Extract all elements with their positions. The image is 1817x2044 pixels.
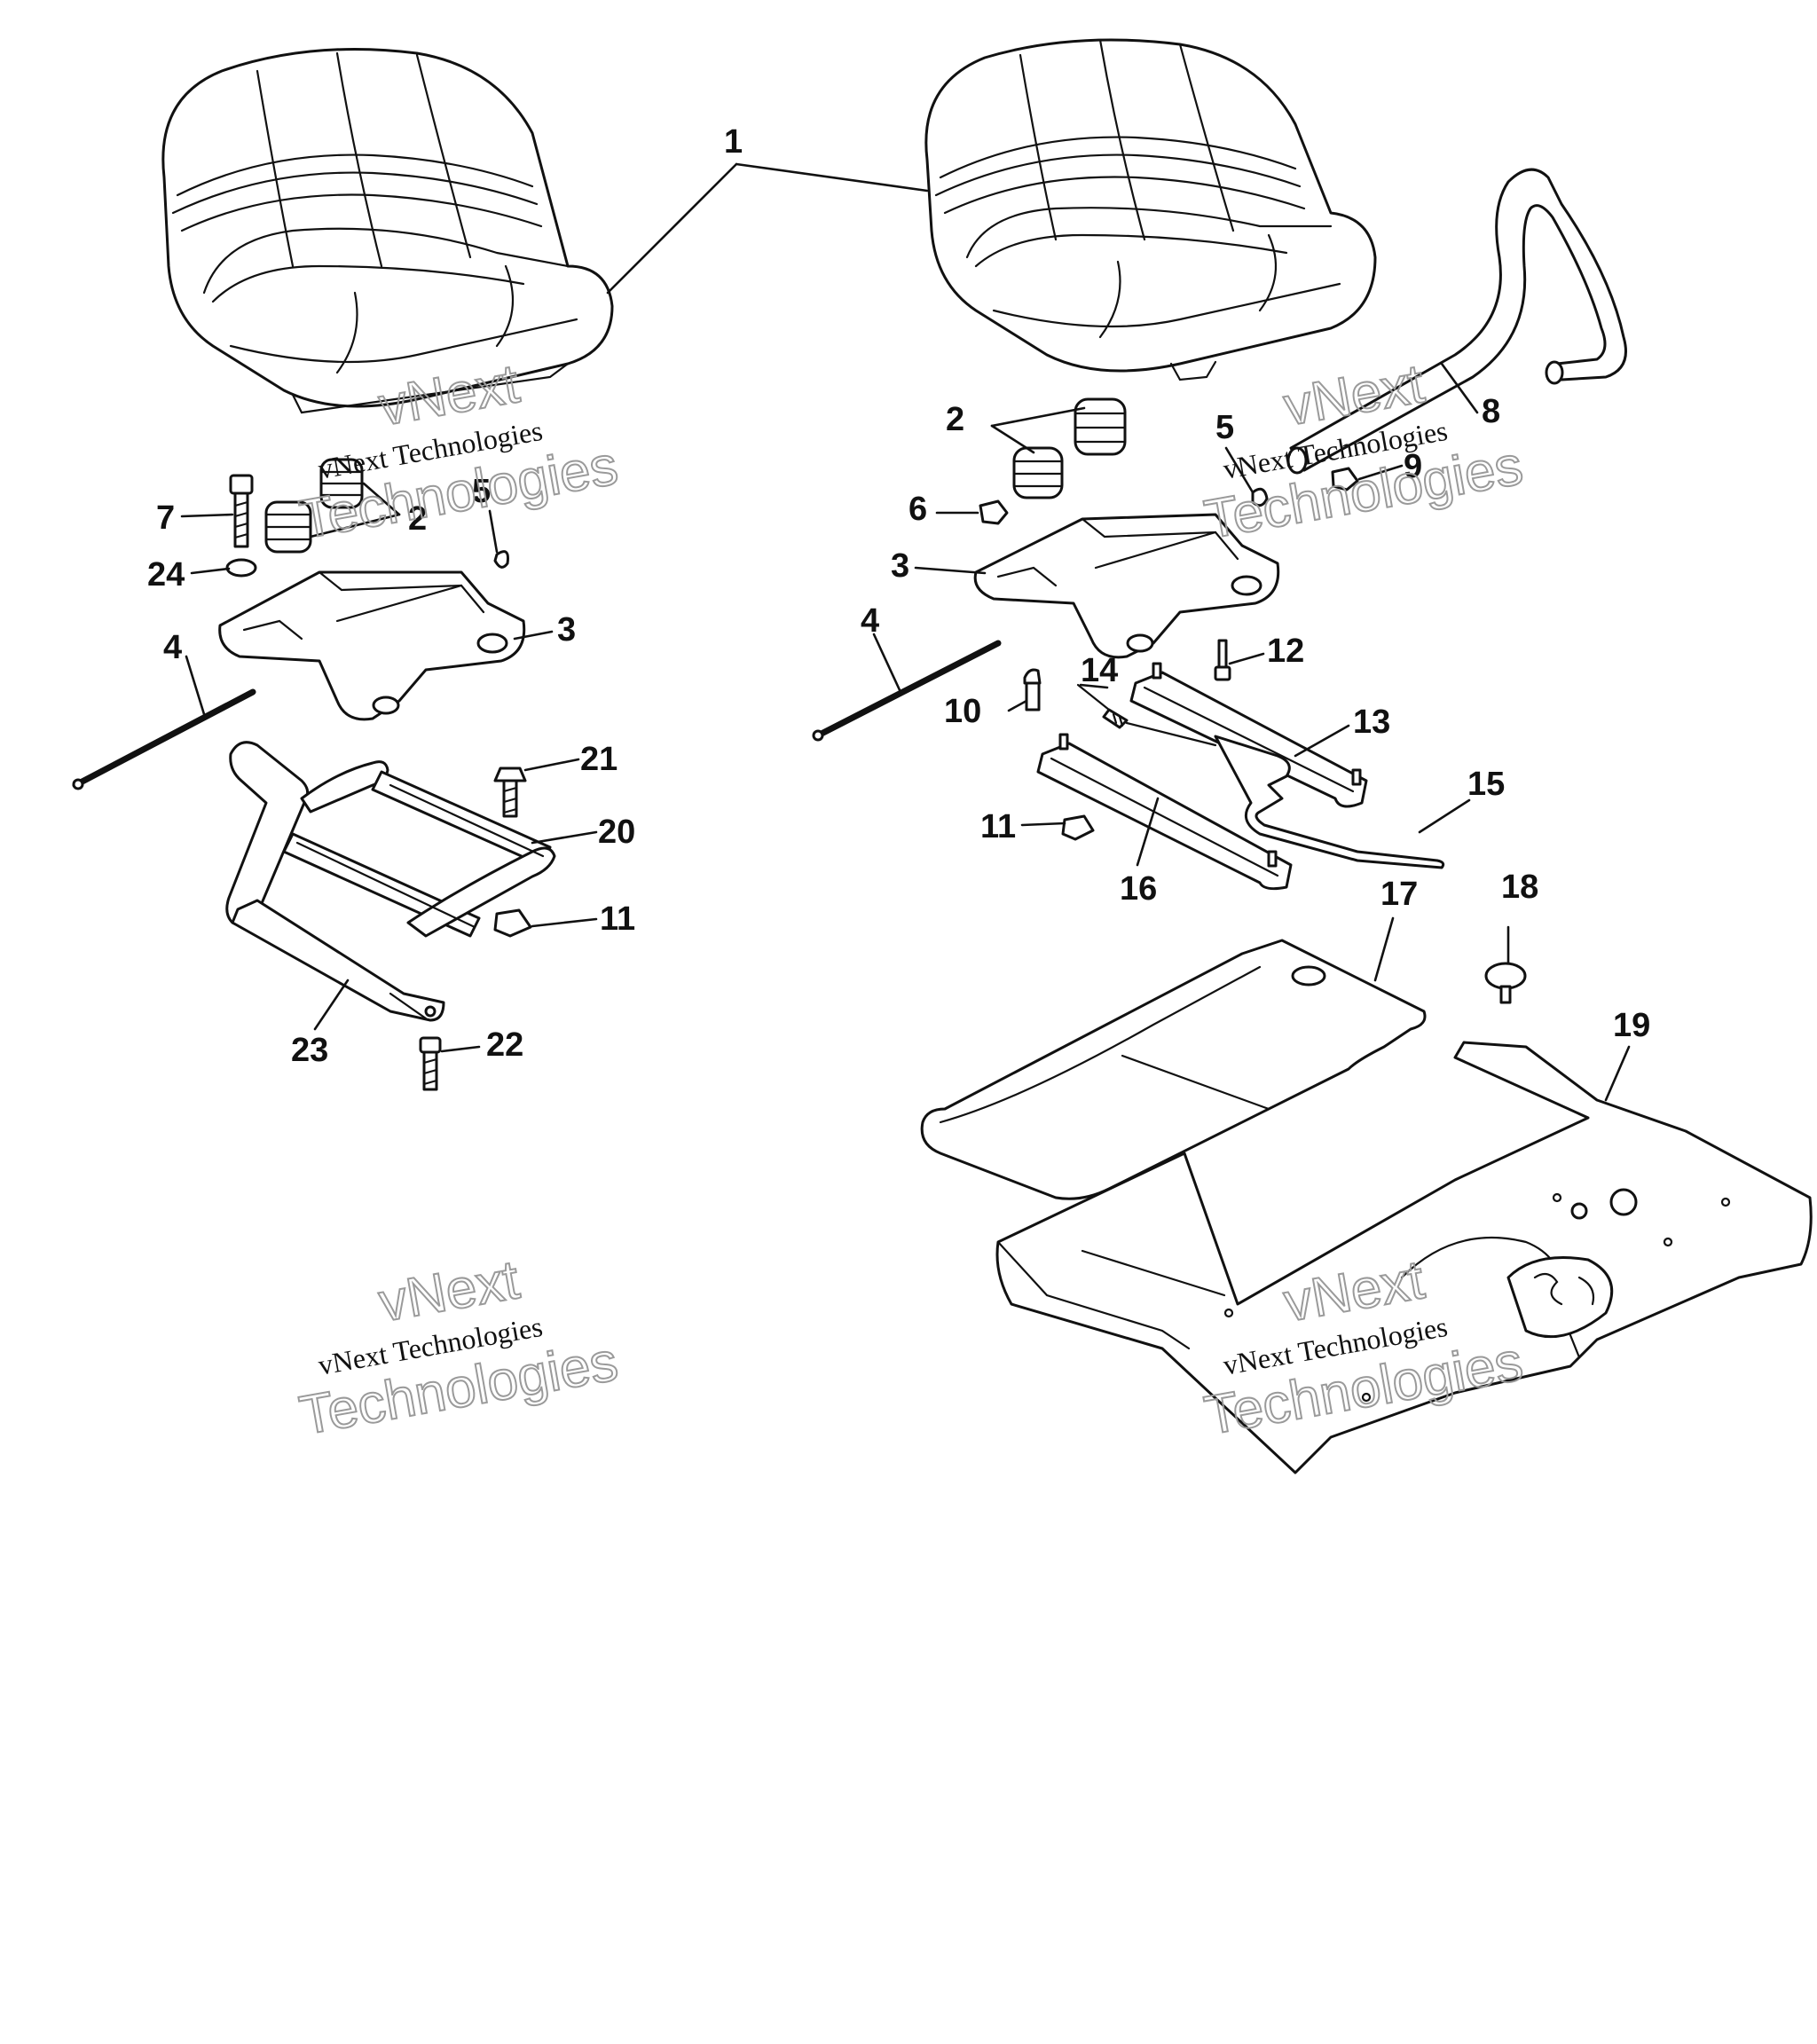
callout-2-left: 2 [408, 500, 427, 538]
callout-4-right: 4 [861, 602, 879, 640]
callout-6: 6 [908, 491, 927, 528]
callout-12: 12 [1267, 633, 1304, 670]
plug [1484, 962, 1527, 1004]
right-bolt-12 [1214, 639, 1231, 681]
callout-5-left: 5 [472, 473, 491, 510]
left-seat-bracket [218, 570, 526, 721]
right-isolator-a [1074, 397, 1127, 456]
left-clip [493, 550, 509, 569]
callout-23: 23 [291, 1032, 328, 1069]
callout-1: 1 [724, 123, 743, 161]
right-seat-handle [1286, 168, 1627, 475]
leader-lines [180, 162, 1631, 1102]
callout-20: 20 [598, 814, 635, 851]
callout-8: 8 [1482, 393, 1500, 430]
callout-7: 7 [156, 499, 175, 537]
callout-15: 15 [1467, 766, 1505, 803]
right-nut-11 [1061, 814, 1095, 841]
right-seat [924, 38, 1377, 381]
callout-13: 13 [1353, 704, 1390, 741]
left-bolt-21 [493, 766, 527, 818]
left-seat [161, 48, 614, 414]
right-pivot-rod [812, 640, 1002, 742]
right-lower-rail [1036, 733, 1293, 891]
floor-pan [995, 1041, 1813, 1474]
left-pivot-rod [72, 688, 256, 790]
right-spring [1076, 683, 1217, 747]
right-seat-bracket [973, 513, 1280, 659]
right-handle-nut [1331, 467, 1359, 491]
watermark-bottom-left: vNext vNext Technologies Technologies [295, 1248, 623, 1448]
right-upper-rail [1129, 662, 1368, 808]
right-lever [1214, 735, 1445, 869]
floor-mat [920, 939, 1427, 1200]
callouts: 1 2 2 3 3 4 4 5 5 6 7 8 9 10 11 11 12 13… [147, 123, 1650, 1069]
left-isolator-b [264, 500, 312, 554]
callout-5-right: 5 [1215, 409, 1234, 446]
callout-3-right: 3 [891, 547, 909, 585]
callout-22: 22 [486, 1026, 523, 1064]
callout-14: 14 [1081, 652, 1118, 689]
right-isolator-b [1012, 446, 1064, 499]
callout-19: 19 [1613, 1007, 1650, 1044]
callout-2-right: 2 [946, 401, 964, 438]
callout-9: 9 [1404, 448, 1422, 485]
left-strap [231, 899, 445, 1022]
right-bolt-10 [1023, 668, 1042, 711]
callout-16: 16 [1120, 870, 1157, 908]
left-bolt [229, 474, 254, 548]
left-nut [493, 908, 532, 938]
callout-11-left: 11 [600, 900, 635, 938]
right-nut [979, 499, 1009, 525]
left-bolt-22 [419, 1036, 442, 1091]
callout-10: 10 [944, 693, 981, 730]
callout-11-right: 11 [980, 808, 1016, 845]
callout-4-left: 4 [163, 629, 182, 666]
callout-21: 21 [580, 741, 617, 778]
left-isolator-a [319, 458, 364, 509]
callout-17: 17 [1380, 876, 1418, 913]
left-washer [225, 558, 257, 578]
right-clip [1251, 487, 1269, 507]
callout-18: 18 [1501, 869, 1538, 906]
callout-3-left: 3 [557, 611, 576, 649]
callout-24: 24 [147, 556, 185, 594]
